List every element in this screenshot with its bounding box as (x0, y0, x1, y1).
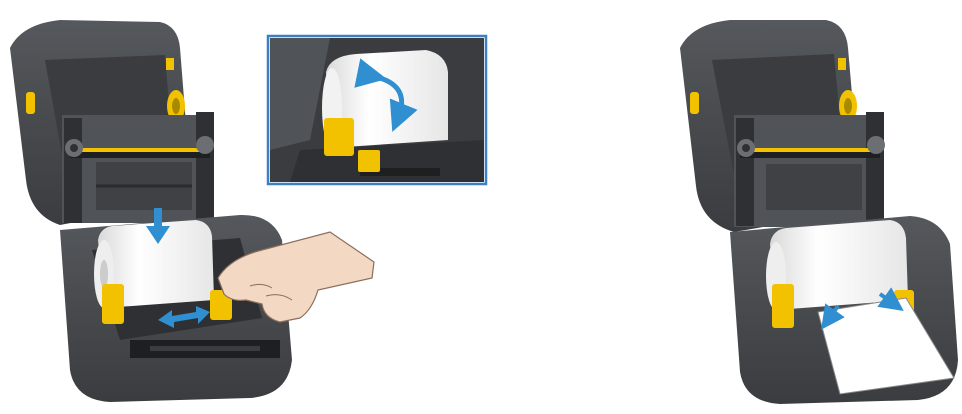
roll-detail-inset (268, 36, 486, 184)
media-guide-left (102, 284, 124, 324)
lid-latch (26, 92, 35, 114)
ribbon-frame (62, 112, 214, 223)
ribbon-frame (734, 112, 885, 227)
lid-latch (690, 92, 699, 114)
media-guide-left (772, 284, 794, 328)
right-printer (680, 20, 958, 404)
